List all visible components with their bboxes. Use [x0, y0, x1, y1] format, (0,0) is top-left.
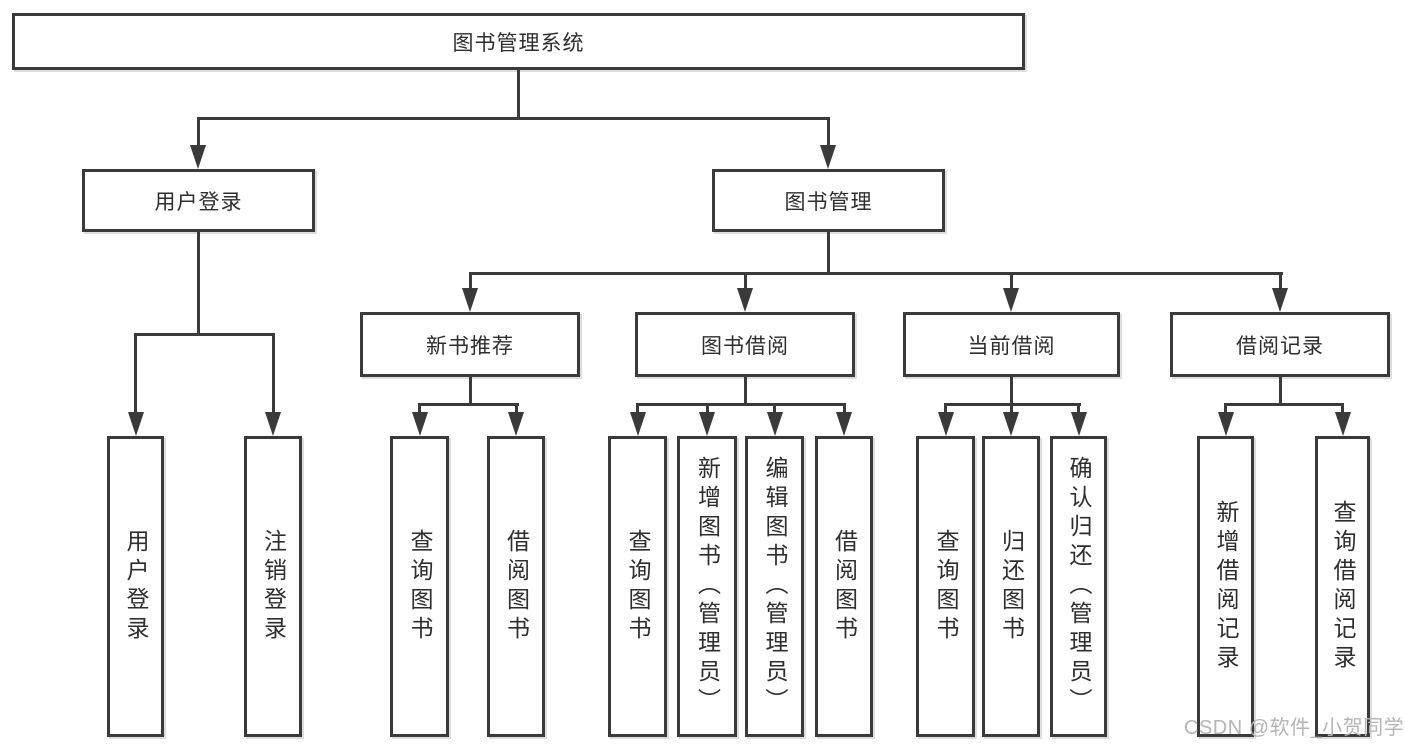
leaf-query-books-recommend-label: 查询图书: [407, 528, 433, 645]
leaf-add-book-admin: 新增图书（管理员）: [677, 436, 737, 737]
arrowhead-down-icon: [462, 288, 478, 312]
arrowhead-down-icon: [938, 412, 954, 436]
arrowhead-down-icon: [508, 412, 524, 436]
connector-line: [272, 333, 275, 414]
node-book-management-label: 图书管理: [784, 190, 873, 214]
leaf-borrow-books-recommend-label: 借阅图书: [503, 528, 530, 645]
arrowhead-down-icon: [820, 145, 836, 169]
connector-line: [469, 377, 472, 406]
arrowhead-down-icon: [128, 412, 144, 436]
arrowhead-down-icon: [1071, 412, 1087, 436]
node-new-book-recommend: 新书推荐: [360, 312, 580, 377]
node-user-login: 用户登录: [82, 169, 315, 232]
leaf-logout: 注销登录: [244, 436, 302, 737]
node-book-management: 图书管理: [712, 169, 945, 232]
connector-line: [515, 403, 518, 415]
connector-line: [773, 403, 776, 415]
connector-line: [134, 333, 137, 414]
connector-line: [197, 117, 830, 120]
connector-line: [1279, 377, 1282, 406]
node-root-label: 图书管理系统: [452, 31, 585, 55]
connector-line: [1010, 272, 1013, 290]
leaf-query-books-borrow-label: 查询图书: [625, 528, 651, 645]
node-new-book-recommend-label: 新书推荐: [426, 334, 514, 358]
arrowhead-down-icon: [630, 412, 646, 436]
arrowhead-down-icon: [699, 412, 715, 436]
arrowhead-down-icon: [412, 412, 428, 436]
leaf-user-login-label: 用户登录: [123, 528, 149, 645]
connector-line: [1224, 403, 1344, 406]
leaf-user-login: 用户登录: [107, 436, 164, 737]
leaf-confirm-return-admin: 确认归还（管理员）: [1050, 436, 1107, 737]
leaf-borrow-books-recommend: 借阅图书: [487, 436, 545, 737]
connector-line: [843, 403, 846, 415]
leaf-query-borrow-record-label: 查询借阅记录: [1330, 499, 1356, 674]
leaf-edit-book-admin-label: 编辑图书（管理员）: [762, 456, 788, 717]
leaf-query-books-current-label: 查询图书: [933, 528, 959, 645]
leaf-return-book-label: 归还图书: [998, 528, 1025, 645]
node-current-borrow-label: 当前借阅: [967, 334, 1056, 358]
connector-line: [197, 117, 200, 147]
leaf-query-books-borrow: 查询图书: [608, 436, 667, 737]
connector-line: [744, 272, 747, 290]
leaf-add-borrow-record: 新增借阅记录: [1197, 436, 1254, 737]
leaf-add-book-admin-label: 新增图书（管理员）: [694, 456, 721, 717]
node-borrow-records-label: 借阅记录: [1236, 334, 1324, 358]
leaf-add-borrow-record-label: 新增借阅记录: [1213, 499, 1239, 674]
connector-line: [1224, 403, 1227, 415]
connector-line: [827, 117, 830, 147]
connector-line: [1341, 403, 1344, 415]
connector-line: [1077, 403, 1080, 415]
connector-line: [1010, 377, 1013, 406]
arrowhead-down-icon: [1335, 412, 1351, 436]
arrowhead-down-icon: [1003, 288, 1019, 312]
node-user-login-label: 用户登录: [154, 190, 243, 214]
connector-line: [418, 403, 421, 415]
node-book-borrow-label: 图书借阅: [701, 334, 789, 358]
connector-line: [706, 403, 709, 415]
leaf-edit-book-admin: 编辑图书（管理员）: [745, 436, 804, 737]
connector-line: [418, 403, 519, 406]
node-current-borrow: 当前借阅: [903, 312, 1120, 377]
connector-line: [134, 333, 275, 336]
arrowhead-down-icon: [1272, 288, 1288, 312]
arrowhead-down-icon: [1218, 412, 1234, 436]
connector-line: [827, 232, 830, 275]
connector-line: [944, 403, 947, 415]
leaf-query-books-recommend: 查询图书: [390, 436, 449, 737]
connector-line: [744, 377, 747, 406]
arrowhead-down-icon: [190, 145, 206, 169]
node-book-borrow: 图书借阅: [635, 312, 855, 377]
leaf-return-book: 归还图书: [982, 436, 1040, 737]
connector-line: [636, 403, 846, 406]
connector-line: [469, 272, 1283, 275]
leaf-borrow-books-borrow-label: 借阅图书: [831, 528, 858, 645]
leaf-query-borrow-record: 查询借阅记录: [1315, 436, 1370, 737]
node-root: 图书管理系统: [12, 13, 1025, 70]
arrowhead-down-icon: [836, 412, 852, 436]
arrowhead-down-icon: [265, 412, 281, 436]
leaf-confirm-return-admin-label: 确认归还（管理员）: [1066, 456, 1092, 717]
leaf-borrow-books-borrow: 借阅图书: [815, 436, 873, 737]
arrowhead-down-icon: [767, 412, 783, 436]
connector-line: [1010, 403, 1013, 415]
connector-line: [197, 232, 200, 336]
connector-line: [1279, 272, 1282, 290]
connector-line: [636, 403, 639, 415]
node-borrow-records: 借阅记录: [1170, 312, 1390, 377]
csdn-watermark: CSDN @软件_小贺同学: [1184, 717, 1405, 739]
arrowhead-down-icon: [737, 288, 753, 312]
connector-line: [469, 272, 472, 290]
arrowhead-down-icon: [1003, 412, 1019, 436]
leaf-query-books-current: 查询图书: [916, 436, 975, 737]
leaf-logout-label: 注销登录: [260, 528, 287, 645]
connector-line: [517, 70, 520, 120]
